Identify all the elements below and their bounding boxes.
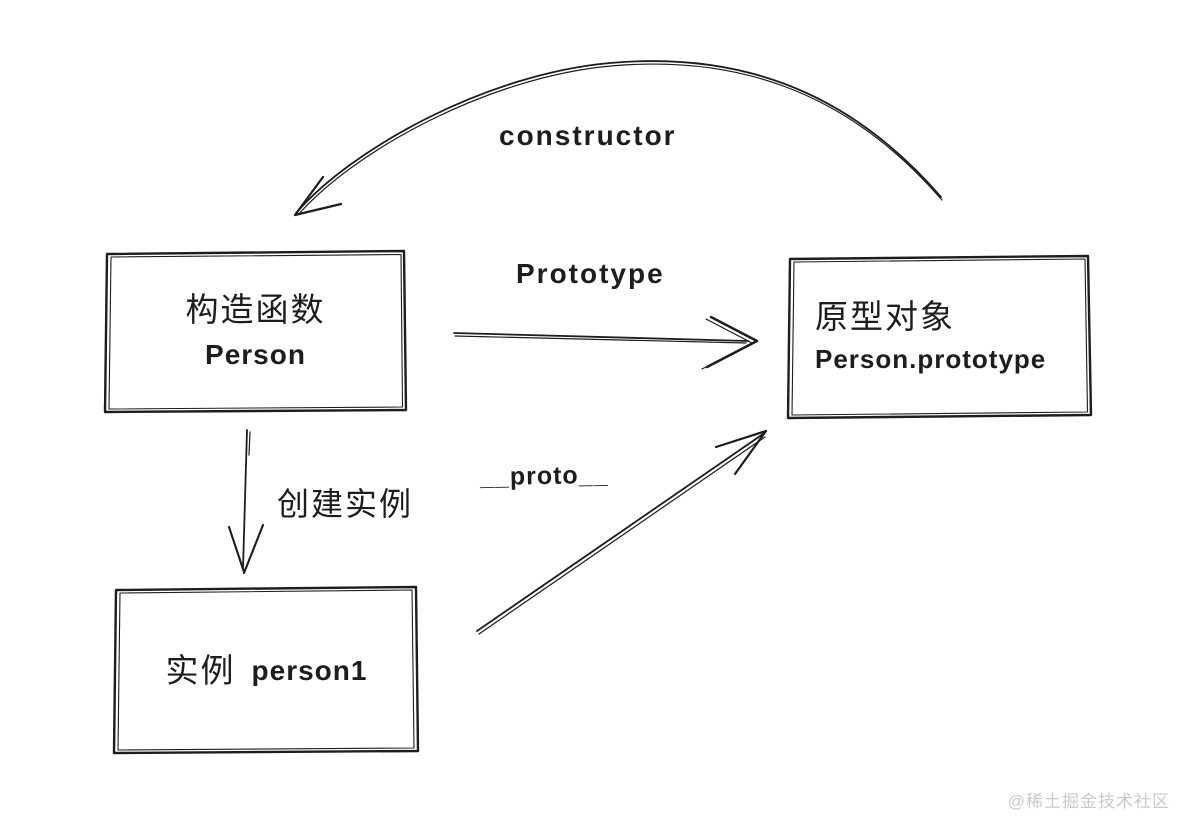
constructor-box: 构造函数 Person [107,252,404,410]
constructor-box-title: 构造函数 [185,291,326,329]
watermark: @稀土掘金技术社区 [1007,792,1170,811]
instance-box: 实例 person1 [115,590,418,751]
proto-arrow-label: __proto__ [479,460,609,492]
instance-box-subtitle: person1 [251,654,368,686]
create-instance-arrow [227,429,265,575]
prototype-arrow-label: Prototype [516,258,665,289]
prototype-box-subtitle: Person.prototype [815,344,1047,375]
create-instance-arrow-label: 创建实例 [277,486,414,522]
prototype-box-outline [786,254,1093,420]
constructor-box-outline [103,249,408,414]
proto-arrow [476,429,768,635]
prototype-box-title: 原型对象 [815,297,955,335]
prototype-arrow [453,315,759,370]
instance-box-title: 实例 [165,651,236,689]
constructor-arrow [293,60,943,217]
constructor-arrow-label: constructor [499,120,677,151]
prototype-box: 原型对象 Person.prototype [789,257,1091,415]
constructor-box-subtitle: Person [205,338,306,370]
instance-box-outline [112,585,420,755]
